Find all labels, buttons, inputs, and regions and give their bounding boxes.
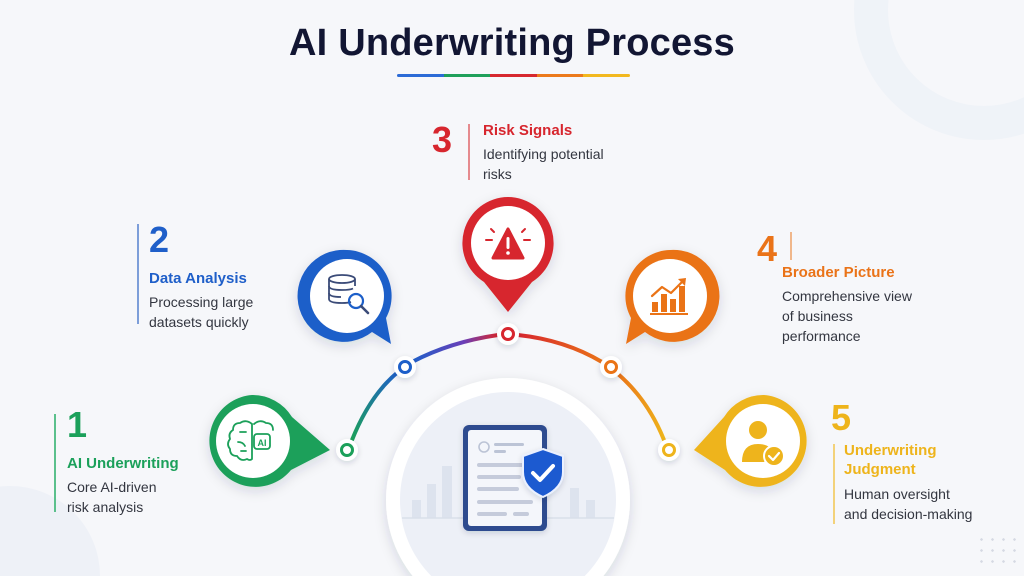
node-5 [658,439,680,461]
background-dot-grid [976,534,1016,564]
step-1-number: 1 [67,404,88,445]
step-3-heading: Risk Signals [483,122,573,139]
step-3-divider [468,124,470,180]
step-5-badge [694,394,807,487]
node-2 [394,356,416,378]
step-2-badge [297,249,392,344]
step-2-label: 2 Data Analysis Processing large dataset… [149,222,289,332]
step-4-description: Comprehensive view of business performan… [782,288,912,344]
step-4-label: Broader Picture Comprehensive view of bu… [782,264,952,346]
step-3-badge [462,197,554,312]
step-5-label: Underwriting Judgment Human oversight an… [844,441,1014,524]
center-hub [386,378,630,576]
step-1-heading: AI Underwriting [67,455,179,472]
step-1-divider [54,414,56,512]
step-5-number: 5 [831,397,852,438]
step-1-label: 1 AI Underwriting Core AI-driven risk an… [67,407,217,517]
step-2-divider [137,224,139,324]
step-4-badge [625,249,720,344]
step-4-number: 4 [757,228,778,269]
step-5-heading: Underwriting Judgment [844,442,937,478]
step-5-description: Human oversight and decision-making [844,486,973,522]
warning-alert-icon [485,227,531,260]
title-underline [397,74,630,77]
step-1-description: Core AI-driven risk analysis [67,479,157,515]
step-3-description: Identifying potential risks [483,146,604,182]
step-2-heading: Data Analysis [149,270,247,287]
node-1 [336,439,358,461]
step-5-divider [833,444,835,524]
step-1-badge: AI [209,394,330,487]
step-3-label: Risk Signals Identifying potential risks [483,122,643,184]
brain-ai-icon: AI [227,420,274,461]
step-2-number: 2 [149,219,170,260]
step-3-number: 3 [432,119,453,160]
timeline-nodes [336,323,680,461]
timeline-arc [350,333,666,442]
document-shield-check-icon [463,425,564,531]
node-4 [600,356,622,378]
page-title: AI Underwriting Process [289,22,735,64]
user-check-icon [742,421,785,467]
step-4-divider [790,232,792,260]
step-2-description: Processing large datasets quickly [149,294,254,330]
svg-text:AI: AI [258,438,267,448]
database-search-icon [328,274,370,315]
node-3 [497,323,519,345]
background-bar-chart [412,466,595,518]
growth-chart-icon [650,278,688,315]
step-4-heading: Broader Picture [782,264,895,281]
